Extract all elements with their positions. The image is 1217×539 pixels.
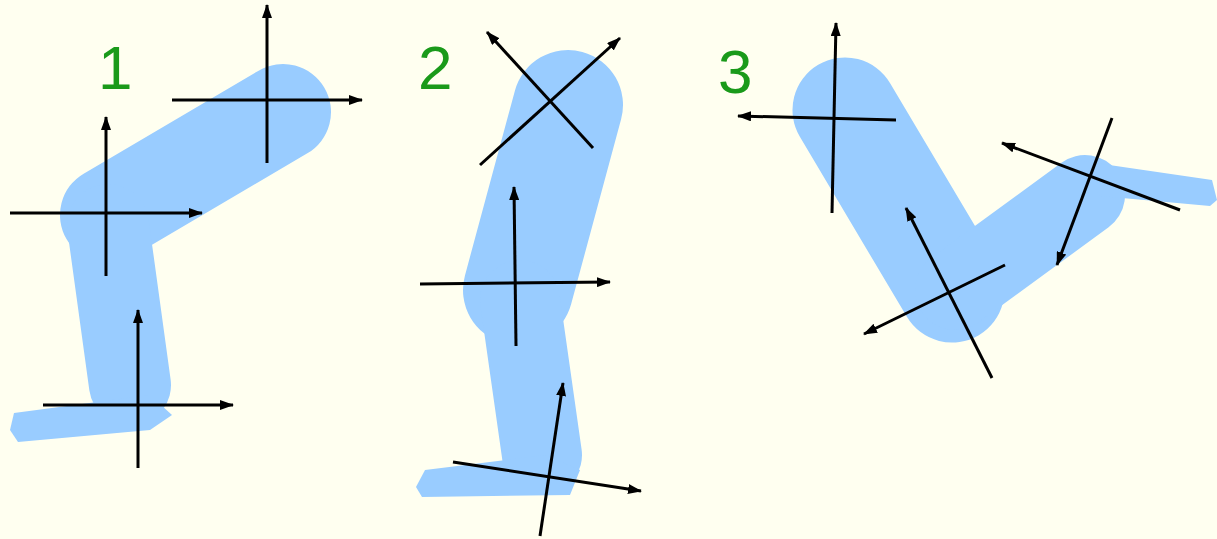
axis	[1057, 118, 1112, 265]
axis	[832, 23, 836, 213]
axis	[864, 265, 1005, 334]
foot	[416, 455, 580, 497]
axis	[487, 32, 593, 148]
shank	[520, 300, 542, 455]
axis	[137, 310, 140, 468]
axis	[514, 187, 516, 346]
shank	[108, 225, 130, 385]
foot	[10, 395, 172, 442]
pose-number: 1	[98, 37, 132, 99]
foot	[1075, 160, 1217, 206]
axis	[266, 5, 269, 163]
pose-number: 3	[718, 41, 752, 103]
axis	[906, 208, 992, 378]
axis	[738, 116, 896, 120]
pose-number: 2	[418, 37, 452, 99]
axis	[540, 383, 563, 536]
axis	[105, 117, 108, 276]
